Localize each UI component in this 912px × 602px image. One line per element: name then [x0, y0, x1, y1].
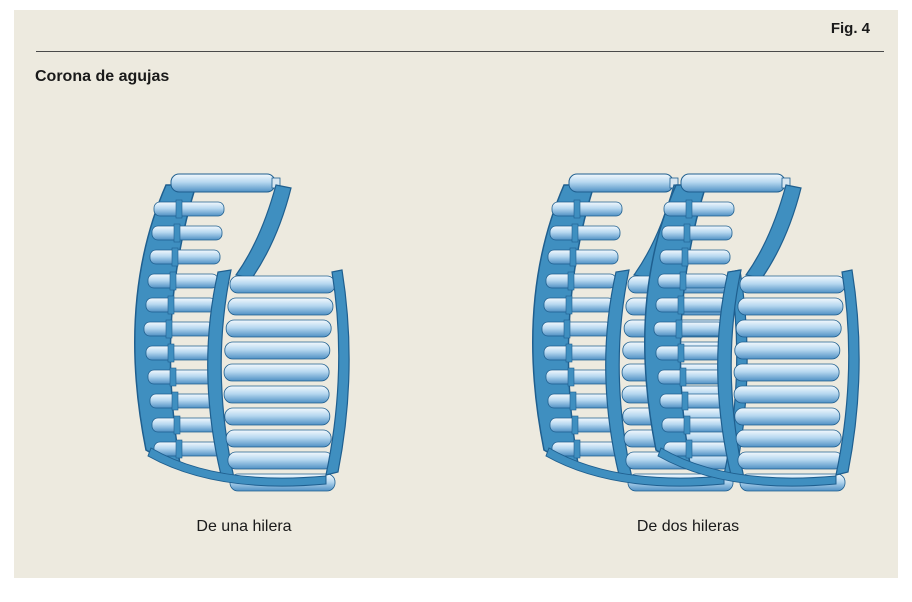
front-needle	[227, 451, 334, 470]
back-needle	[657, 273, 729, 289]
front-needle	[224, 341, 331, 360]
cage-bar	[573, 439, 581, 459]
cage-bar	[567, 367, 575, 387]
cage-bar	[567, 271, 575, 291]
cage-bar	[683, 223, 691, 243]
cage-bar	[565, 343, 573, 363]
back-needle	[653, 321, 725, 337]
back-needle	[663, 201, 735, 217]
cage-bar	[167, 343, 175, 363]
back-needle	[145, 345, 217, 361]
back-needle	[153, 201, 225, 217]
cage-bar	[685, 439, 693, 459]
cage-bar	[169, 271, 177, 291]
front-needle	[735, 429, 842, 448]
cage-bar	[173, 415, 181, 435]
cage-ring-front-right	[835, 269, 860, 476]
cage-bar	[681, 391, 689, 411]
back-needle	[549, 225, 621, 241]
back-needle	[663, 441, 735, 457]
cage-bar	[677, 343, 685, 363]
front-needle	[737, 451, 844, 470]
cage-bar	[675, 319, 683, 339]
cage-ring-bottom	[147, 447, 327, 487]
figure-title: Corona de agujas	[35, 68, 170, 85]
front-needle	[734, 407, 841, 426]
needle-cage-illustrations	[134, 173, 860, 492]
front-needle	[223, 385, 330, 404]
cage-bar	[677, 295, 685, 315]
cage-bar	[683, 415, 691, 435]
front-needle	[739, 275, 846, 294]
front-needle	[224, 407, 331, 426]
cage-ring-right-back	[744, 184, 802, 279]
back-needle	[143, 321, 215, 337]
back-needle	[149, 249, 221, 265]
cage-bar	[165, 319, 173, 339]
back-needle	[147, 273, 219, 289]
back-needle	[145, 297, 217, 313]
back-needle	[153, 441, 225, 457]
top-needle	[170, 173, 276, 193]
front-needle	[229, 275, 336, 294]
cage-ring-front-right	[325, 269, 350, 476]
cage-bar	[173, 223, 181, 243]
back-needle	[551, 441, 623, 457]
back-needle	[547, 249, 619, 265]
front-needle	[227, 297, 334, 316]
cage-bar	[171, 247, 179, 267]
cage-ring-right-back	[234, 184, 292, 279]
front-needle	[733, 363, 840, 382]
back-needle	[541, 321, 613, 337]
front-needle	[737, 297, 844, 316]
back-needle	[543, 345, 615, 361]
front-needle	[734, 341, 841, 360]
back-needle	[551, 201, 623, 217]
cage-bar	[569, 247, 577, 267]
cage-bar	[573, 199, 581, 219]
back-needle	[545, 273, 617, 289]
front-needle	[225, 319, 332, 338]
cage-bar	[679, 367, 687, 387]
cage-bar	[571, 223, 579, 243]
figure-panel: Fig. 4 Corona de agujas De una hilera De…	[14, 10, 898, 578]
cage-bar	[571, 415, 579, 435]
header-rule	[36, 51, 884, 52]
front-needle	[223, 363, 330, 382]
back-needle	[659, 249, 731, 265]
back-needle	[543, 297, 615, 313]
cage-bar	[685, 199, 693, 219]
back-needle	[661, 225, 733, 241]
cage-bar	[167, 295, 175, 315]
double-row-needle-cage	[532, 173, 860, 492]
front-needle	[735, 319, 842, 338]
back-needle	[151, 225, 223, 241]
cage-ring-bottom	[657, 447, 837, 487]
top-needle	[568, 173, 674, 193]
figure-number: Fig. 4	[830, 20, 870, 37]
cage-bar	[679, 271, 687, 291]
cage-bar	[563, 319, 571, 339]
cage-bar	[569, 391, 577, 411]
back-needle	[655, 297, 727, 313]
front-needle	[225, 429, 332, 448]
cage-bar	[681, 247, 689, 267]
cage-bar	[565, 295, 573, 315]
cage-bar	[175, 199, 183, 219]
front-needle	[733, 385, 840, 404]
cage-bar	[169, 367, 177, 387]
cage-bar	[171, 391, 179, 411]
cage-bar	[175, 439, 183, 459]
single-row-needle-cage	[134, 173, 350, 492]
caption-double-row: De dos hileras	[636, 518, 740, 535]
back-needle	[655, 345, 727, 361]
caption-single-row: De una hilera	[196, 518, 292, 535]
cage-ring-bottom	[545, 447, 725, 487]
top-needle	[680, 173, 786, 193]
